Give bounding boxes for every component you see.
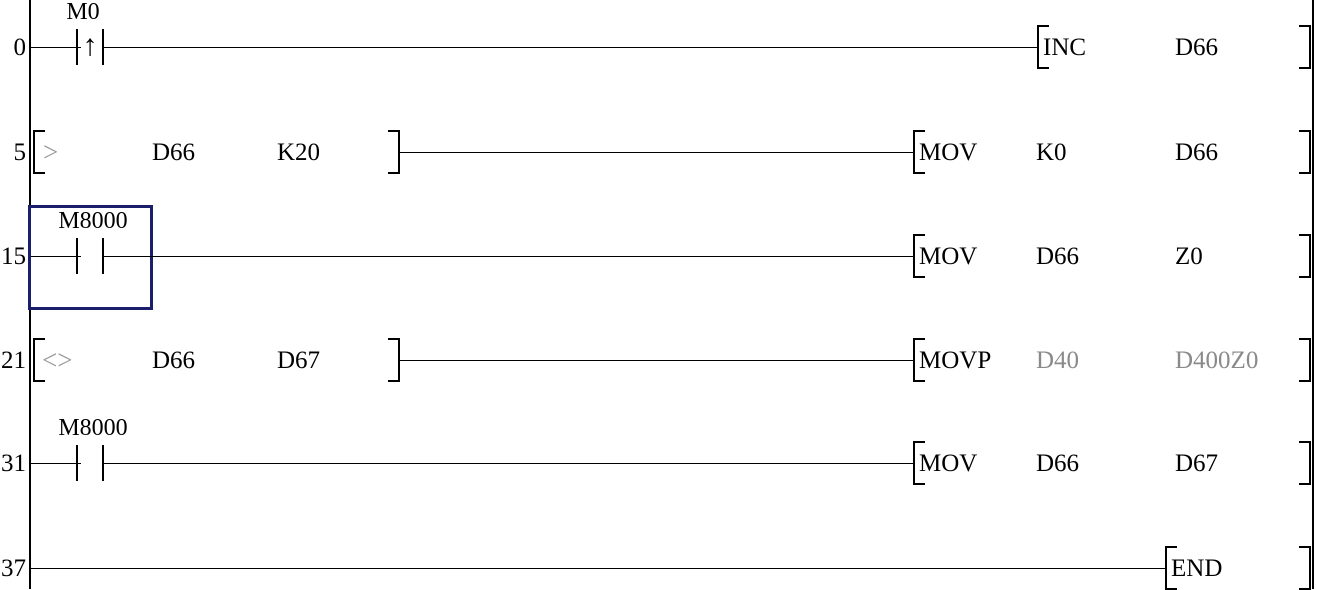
- rung-wire-right: [104, 256, 914, 257]
- instruction-bracket-close: [1299, 25, 1311, 69]
- instruction-operand-2[interactable]: D66: [1175, 139, 1219, 166]
- instruction-operand-2[interactable]: D67: [1175, 450, 1219, 477]
- contact-label: M0: [66, 0, 100, 25]
- instruction-bracket-close: [1299, 234, 1311, 278]
- rising-edge-arrow-icon: ↑: [82, 29, 98, 62]
- instruction-bracket-open: [913, 441, 925, 485]
- compare-operand-1[interactable]: D66: [152, 139, 196, 166]
- instruction-operand-1[interactable]: D40: [1036, 347, 1080, 374]
- instruction-operand-1[interactable]: D66: [1036, 243, 1080, 270]
- contact-bar-right: [102, 238, 104, 274]
- rung-wire-right: [104, 47, 1038, 48]
- end-instruction[interactable]: END: [1171, 555, 1223, 582]
- contact-bar-left: [76, 238, 78, 274]
- instruction-name[interactable]: INC: [1043, 34, 1087, 61]
- instruction-bracket-close: [1299, 130, 1311, 174]
- instruction-operand-1[interactable]: D66: [1175, 34, 1219, 61]
- right-power-rail: [1312, 0, 1314, 589]
- rung-wire-left: [31, 463, 81, 464]
- instruction-bracket-open: [913, 338, 925, 382]
- compare-operand-2[interactable]: D67: [277, 347, 321, 374]
- step-number: 15: [1, 243, 26, 270]
- step-number: 21: [1, 347, 26, 374]
- compare-operand-1[interactable]: D66: [152, 347, 196, 374]
- instruction-name[interactable]: MOV: [919, 243, 978, 270]
- step-number: 37: [1, 555, 26, 582]
- instruction-name[interactable]: MOV: [919, 139, 978, 166]
- compare-bracket-open: [33, 130, 45, 174]
- compare-operand-2[interactable]: K20: [277, 139, 321, 166]
- rung-wire-left: [31, 47, 81, 48]
- contact-bar-right: [102, 445, 104, 481]
- contact-label: M8000: [58, 208, 128, 234]
- compare-bracket-open: [33, 338, 45, 382]
- rung-wire: [400, 360, 914, 361]
- instruction-bracket-close: [1299, 441, 1311, 485]
- end-bracket-close: [1299, 546, 1311, 590]
- rung-wire: [31, 568, 1166, 569]
- compare-operator-greater-icon[interactable]: >: [43, 137, 59, 167]
- instruction-name[interactable]: MOV: [919, 450, 978, 477]
- instruction-bracket-open: [1037, 25, 1049, 69]
- rung-wire: [400, 152, 914, 153]
- instruction-operand-2[interactable]: Z0: [1175, 243, 1203, 270]
- step-number: 0: [13, 34, 27, 61]
- contact-bar-left: [76, 29, 78, 65]
- instruction-operand-1[interactable]: D66: [1036, 450, 1080, 477]
- compare-bracket-close: [388, 338, 400, 382]
- instruction-name[interactable]: MOVP: [919, 347, 992, 374]
- instruction-bracket-close: [1299, 338, 1311, 382]
- instruction-bracket-open: [913, 234, 925, 278]
- contact-bar-right: [102, 29, 104, 65]
- contact-label: M8000: [58, 415, 128, 441]
- compare-operator-not-equal-icon[interactable]: <>: [42, 345, 73, 375]
- step-number: 5: [13, 139, 27, 166]
- instruction-operand-2[interactable]: D400Z0: [1175, 347, 1259, 374]
- contact-bar-left: [76, 445, 78, 481]
- rung-wire-right: [104, 463, 914, 464]
- selection-highlight-box[interactable]: [28, 205, 153, 310]
- step-number: 31: [1, 450, 26, 477]
- instruction-operand-1[interactable]: K0: [1036, 139, 1067, 166]
- compare-bracket-close: [388, 130, 400, 174]
- rung-wire-left: [31, 256, 81, 257]
- instruction-bracket-open: [913, 130, 925, 174]
